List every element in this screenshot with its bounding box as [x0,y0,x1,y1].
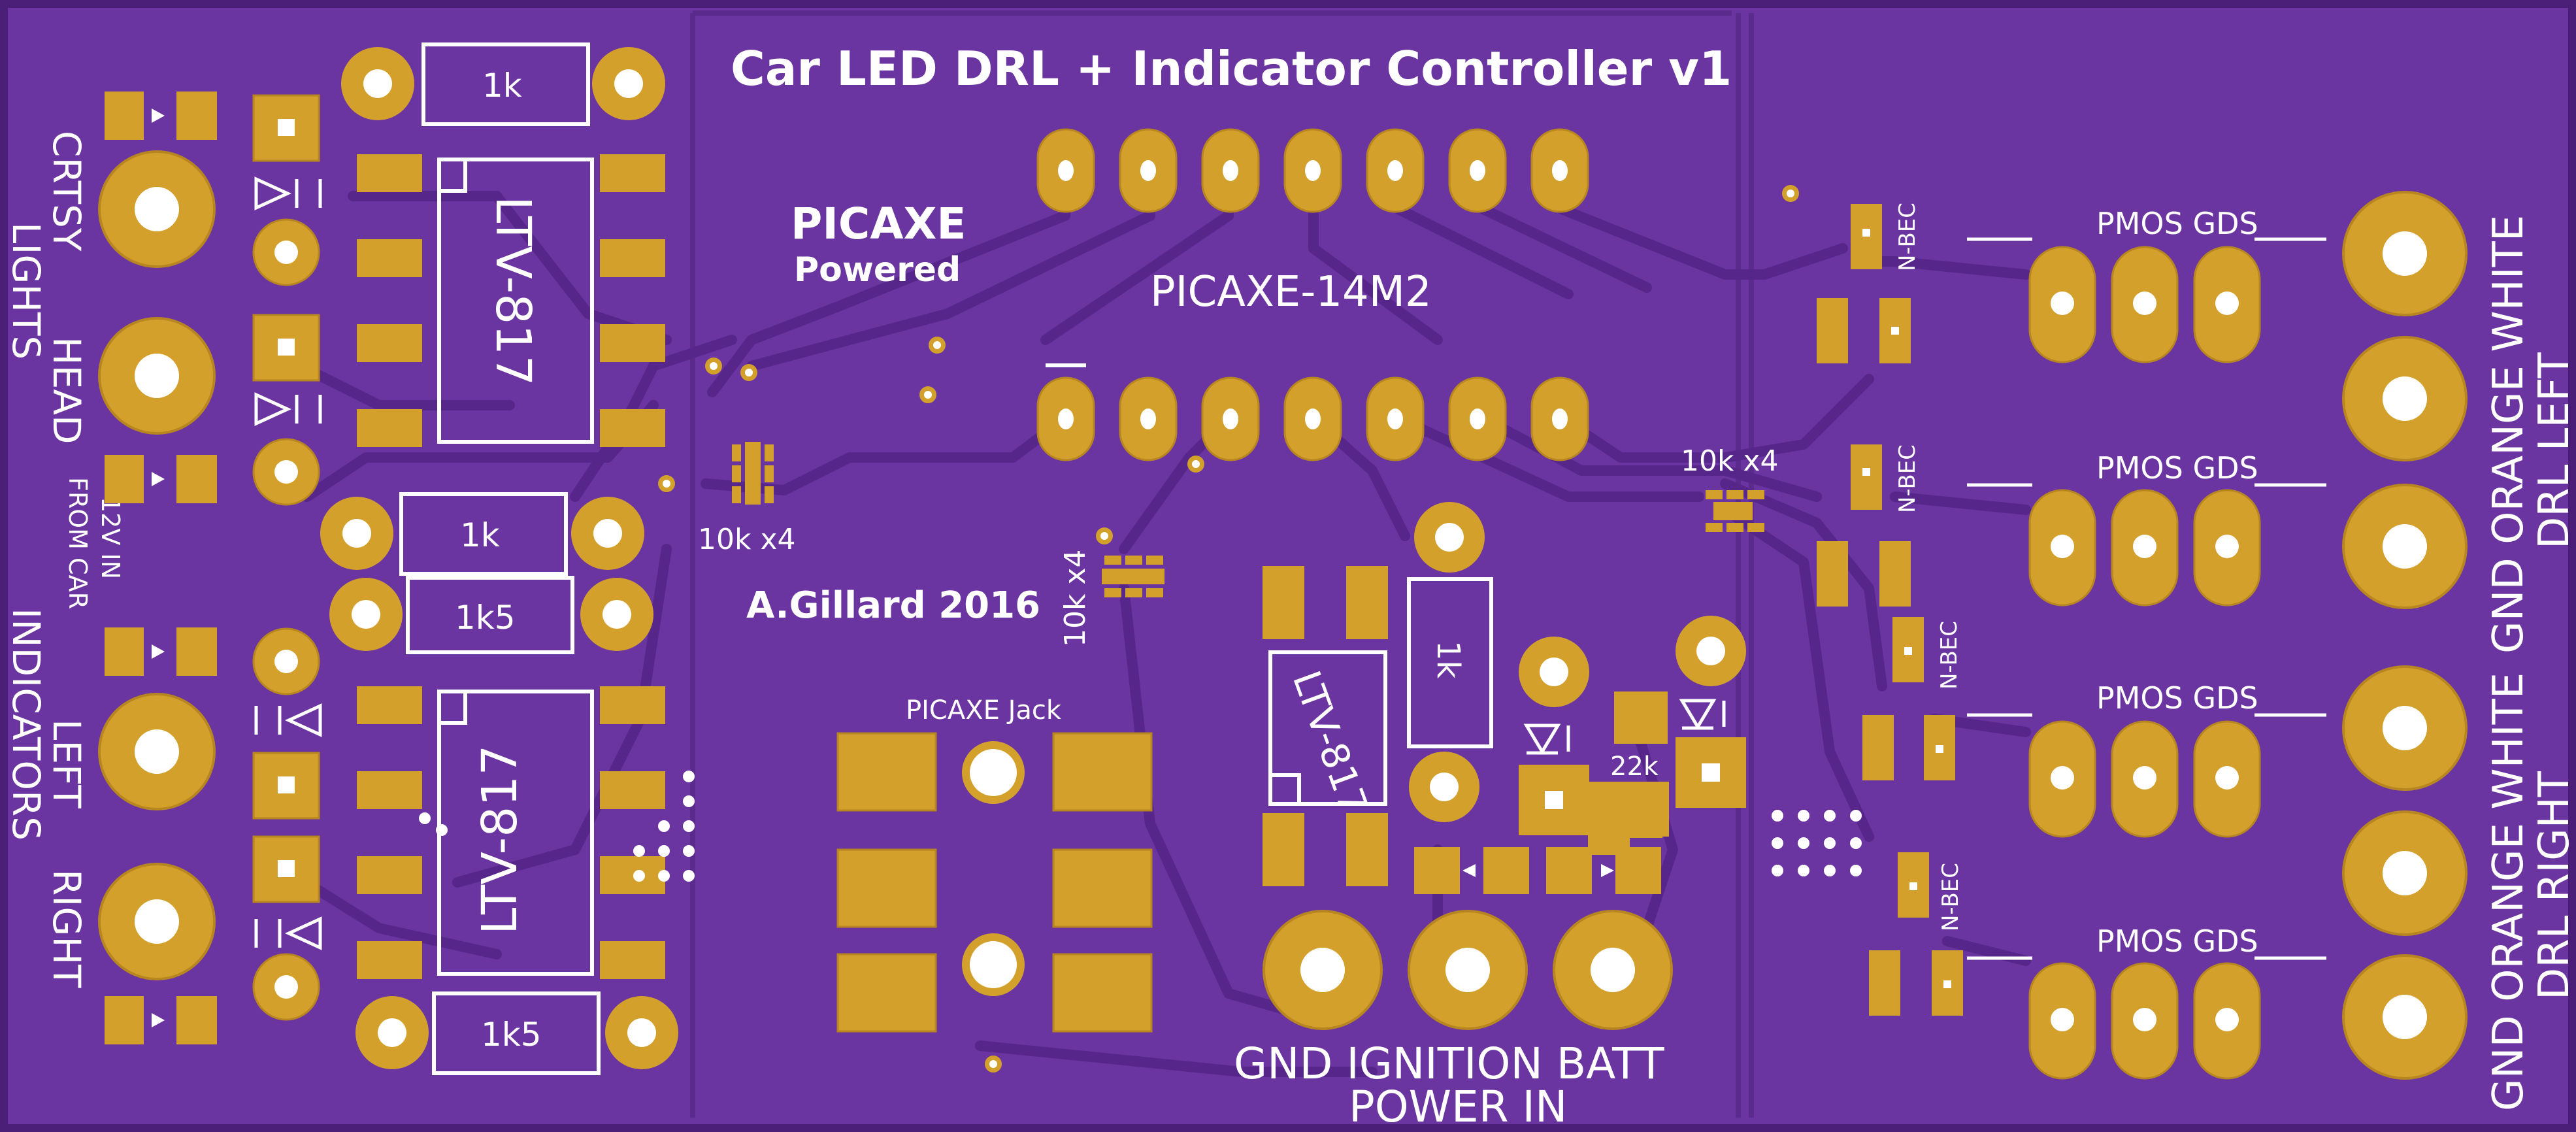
svg-text:12V IN: 12V IN [96,497,125,579]
svg-text:PMOS GDS: PMOS GDS [2096,206,2258,241]
svg-text:LTV-817: LTV-817 [485,196,541,386]
resistor-network-2: 10k x4 [1059,550,1164,648]
drl-right-terminal-labels: GND ORANGE WHITE [2485,673,2533,1111]
svg-text:1k: 1k [482,67,522,105]
svg-text:1k: 1k [460,516,500,554]
resistor-network-3: 10k x4 [1681,444,1779,532]
resistor-r3: 1k5 [329,576,653,654]
resistor-r1: 1k [341,42,665,126]
svg-text:N-BEC: N-BEC [1936,621,1962,690]
svg-text:PMOS GDS: PMOS GDS [2096,450,2258,486]
input-labels: CRTSY LIGHTS HEAD 12V IN FROM CAR LEFT I… [4,131,125,988]
board-title: Car LED DRL + Indicator Controller v1 [731,41,1732,96]
svg-text:1k: 1k [1430,641,1466,679]
svg-text:LEFT: LEFT [44,719,89,808]
picaxe-jack: PICAXE Jack [836,695,1153,1033]
resistor-r2: 1k [320,492,644,576]
input-diodes [105,92,217,1044]
svg-text:LIGHTS: LIGHTS [4,222,48,359]
power-in-label: POWER IN [1349,1082,1567,1132]
svg-text:HEAD: HEAD [44,337,89,444]
drl-right-label: DRL RIGHT [2530,771,2576,1000]
svg-text:PMOS GDS: PMOS GDS [2096,924,2258,959]
svg-text:N-BEC: N-BEC [1894,444,1921,513]
svg-text:N-BEC: N-BEC [1894,203,1921,271]
svg-text:CRTSY: CRTSY [44,131,89,252]
output-channel-1: N-BEC PMOS GDS [1817,203,2326,363]
output-channel-4: N-BEC PMOS GDS [1869,852,2326,1080]
drl-terminals: GND ORANGE WHITE DRL LEFT GND ORANGE WHI… [2342,191,2576,1111]
output-channel-3: N-BEC PMOS GDS [1862,617,2326,838]
optocoupler-u2: LTV-817 [357,686,665,979]
svg-text:N-BEC: N-BEC [1938,863,1964,931]
picaxe-logo-line1: PICAXE [791,199,966,249]
svg-text:10k x4: 10k x4 [1681,444,1779,478]
resistor-r4: 1k5 [355,991,678,1075]
svg-text:LTV-817: LTV-817 [472,745,528,935]
svg-text:1k5: 1k5 [481,1016,542,1054]
plane-split [690,10,1754,1118]
drl-left-terminal-labels: GND ORANGE WHITE [2485,215,2533,654]
drl-left-label: DRL LEFT [2530,352,2576,549]
via-array [419,771,1862,882]
input-th-diodes [252,94,322,1021]
optocoupler-u1: LTV-817 [357,154,665,447]
input-terminals [98,150,216,980]
svg-text:FROM CAR: FROM CAR [63,477,92,609]
output-channel-2: N-BEC PMOS GDS [1817,444,2326,607]
svg-text:PICAXE Jack: PICAXE Jack [906,695,1062,725]
svg-text:1k5: 1k5 [455,599,516,637]
power-terminal-labels: GND IGNITION BATT [1234,1039,1664,1089]
picaxe-logo-line2: Powered [794,250,961,290]
svg-text:PMOS GDS: PMOS GDS [2096,680,2258,716]
svg-text:10k x4: 10k x4 [698,523,796,556]
svg-text:10k x4: 10k x4 [1059,550,1092,648]
author-credit: A.Gillard 2016 [746,584,1040,627]
picaxe-chip-label: PICAXE-14M2 [1150,268,1432,316]
picaxe-14m2-chip: PICAXE-14M2 [1036,128,1589,461]
resistor-network-1: 10k x4 [698,442,796,556]
svg-text:INDICATORS: INDICATORS [4,608,48,841]
svg-text:22k: 22k [1610,752,1659,782]
svg-text:RIGHT: RIGHT [44,869,89,988]
